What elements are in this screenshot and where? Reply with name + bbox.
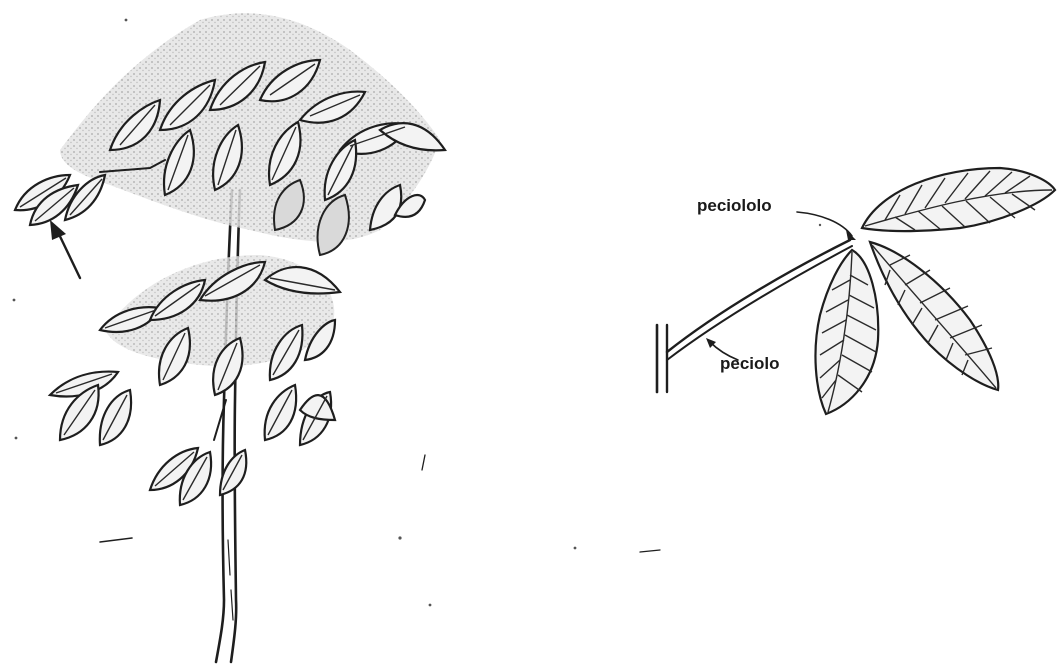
right-leaflet	[870, 242, 998, 390]
petiole-label: peciolo	[720, 354, 780, 374]
annotation-arrow	[50, 220, 80, 278]
petiolule-label: peciololo	[697, 196, 772, 216]
lower-right-leaves	[265, 385, 335, 445]
bottom-leaf-cluster	[150, 400, 246, 505]
lower-left-leaves	[50, 372, 131, 445]
rubber-tree-sapling-drawing	[15, 13, 445, 662]
upper-leaflet	[862, 168, 1055, 231]
lower-leaflet	[815, 250, 878, 414]
middle-whorl-leaves	[100, 255, 340, 395]
petiolule-pointer	[797, 212, 852, 236]
